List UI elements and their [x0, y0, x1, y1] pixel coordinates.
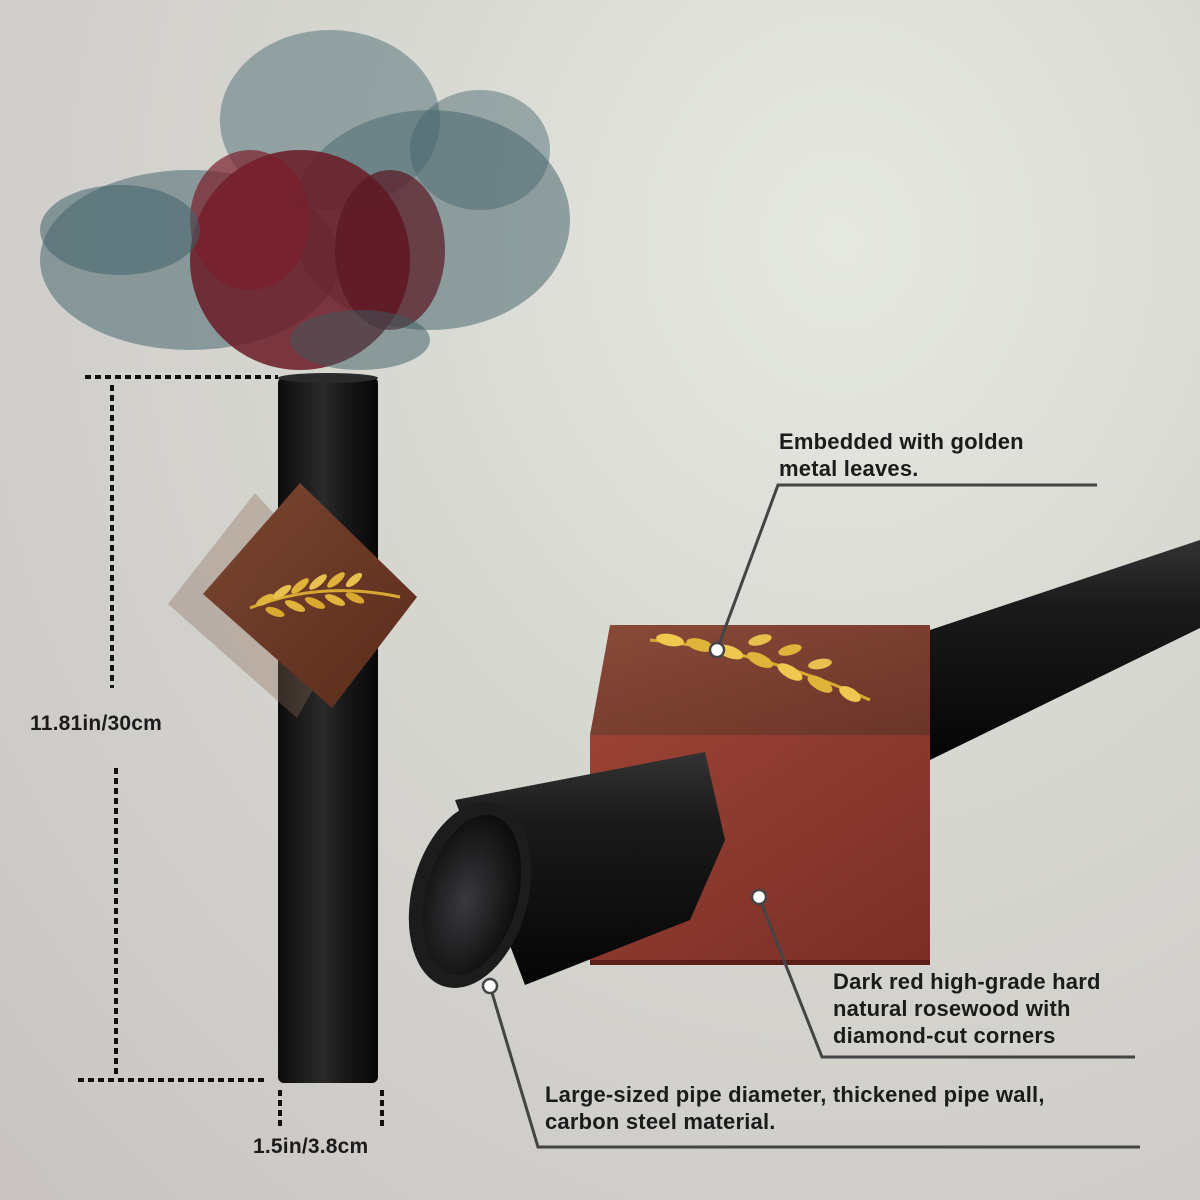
callout-dots — [481, 641, 768, 995]
callout-pipe-line1: Large-sized pipe diameter, thickened pip… — [545, 1082, 1045, 1107]
callout-leaders — [488, 483, 1140, 1149]
callout-leaves-line1: Embedded with golden — [779, 429, 1024, 454]
rosewood-dot — [750, 888, 768, 906]
gold-leaf-ornament — [249, 572, 401, 618]
pipe-dot — [481, 977, 499, 995]
horizontal-pipe — [930, 540, 1200, 760]
width-dimension-label: 1.5in/3.8cm — [253, 1135, 369, 1158]
callout-rosewood: Dark red high-grade hard natural rosewoo… — [833, 968, 1101, 1049]
height-dimension-label: 11.81in/30cm — [30, 712, 162, 735]
gold-leaf-ornament-block — [649, 633, 871, 702]
callout-leaves-line2: metal leaves. — [779, 456, 919, 481]
callout-golden-leaves: Embedded with golden metal leaves. — [779, 428, 1024, 482]
diamond-wood-block — [168, 483, 417, 718]
dried-flowers — [40, 30, 570, 370]
callout-rosewood-line1: Dark red high-grade hard — [833, 969, 1101, 994]
vertical-pipe — [278, 377, 378, 1083]
callout-rosewood-line2: natural rosewood with — [833, 996, 1071, 1021]
callout-pipe: Large-sized pipe diameter, thickened pip… — [545, 1081, 1045, 1135]
callout-pipe-line2: carbon steel material. — [545, 1109, 776, 1134]
pipe-front — [408, 752, 725, 988]
callout-rosewood-line3: diamond-cut corners — [833, 1023, 1056, 1048]
leaves-dot — [708, 641, 726, 659]
dimension-lines — [78, 375, 384, 1128]
